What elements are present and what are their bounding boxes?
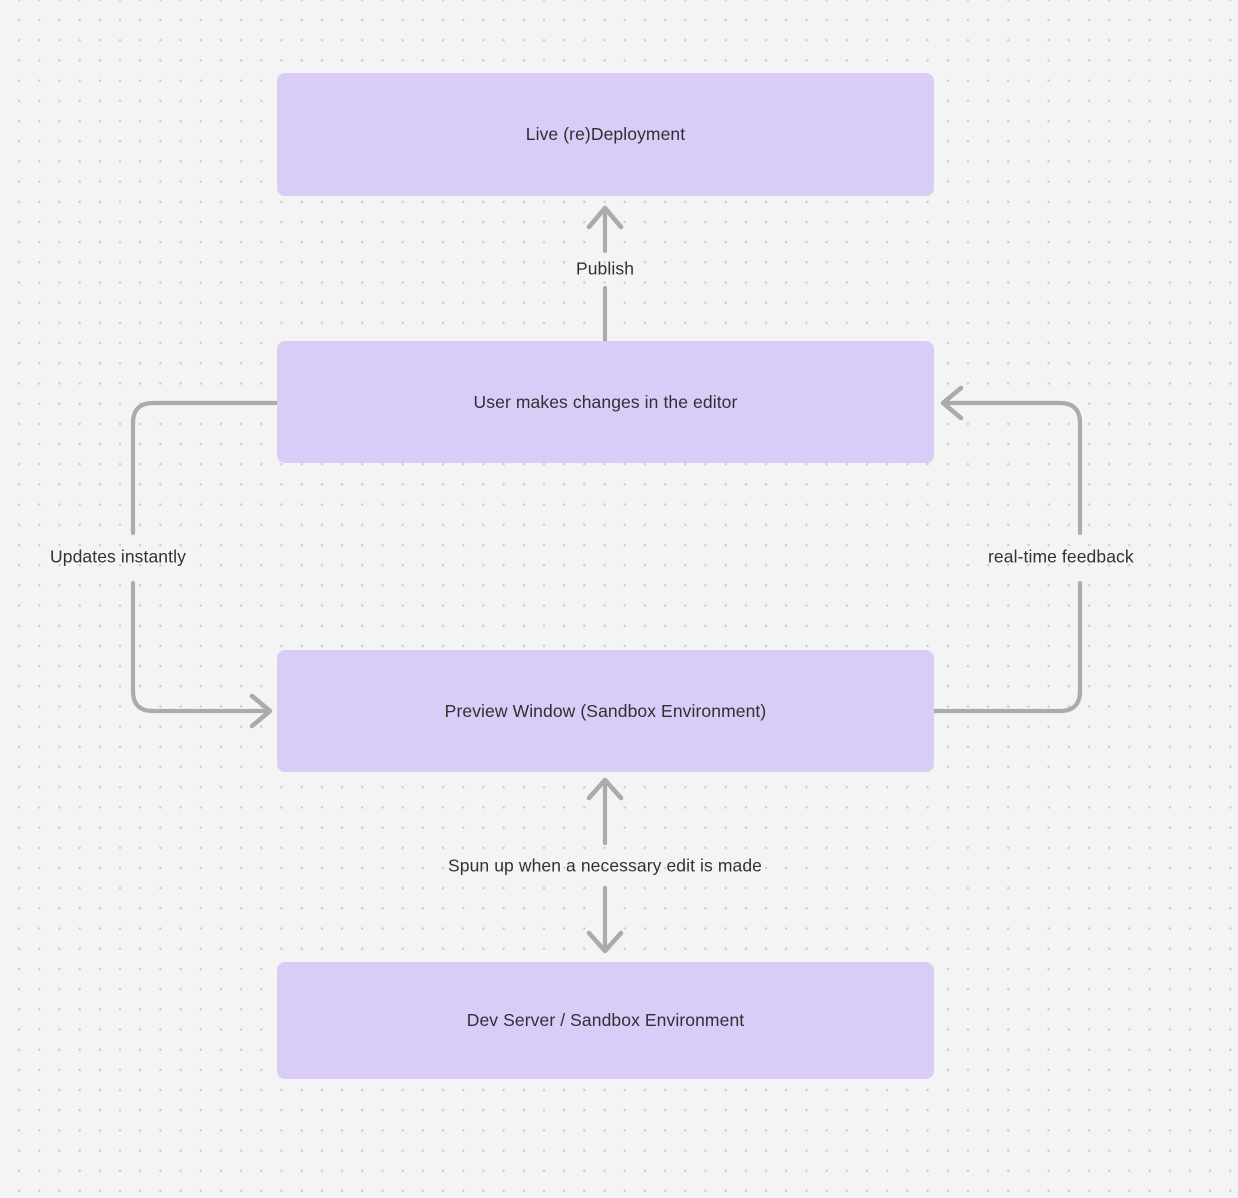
edge-label-updates-instantly: Updates instantly — [50, 546, 186, 567]
node-preview-window[interactable]: Preview Window (Sandbox Environment) — [277, 650, 934, 772]
node-dev-server[interactable]: Dev Server / Sandbox Environment — [277, 962, 934, 1079]
node-label: User makes changes in the editor — [473, 391, 738, 412]
edge-label-publish: Publish — [575, 258, 635, 279]
node-user-edits[interactable]: User makes changes in the editor — [277, 341, 934, 463]
node-label: Live (re)Deployment — [525, 124, 686, 145]
node-live-deployment[interactable]: Live (re)Deployment — [277, 73, 934, 196]
node-label: Dev Server / Sandbox Environment — [466, 1010, 745, 1031]
edge-label-real-time-feedback: real-time feedback — [988, 546, 1134, 567]
node-label: Preview Window (Sandbox Environment) — [444, 700, 767, 721]
edge-label-spun-up: Spun up when a necessary edit is made — [447, 855, 763, 876]
